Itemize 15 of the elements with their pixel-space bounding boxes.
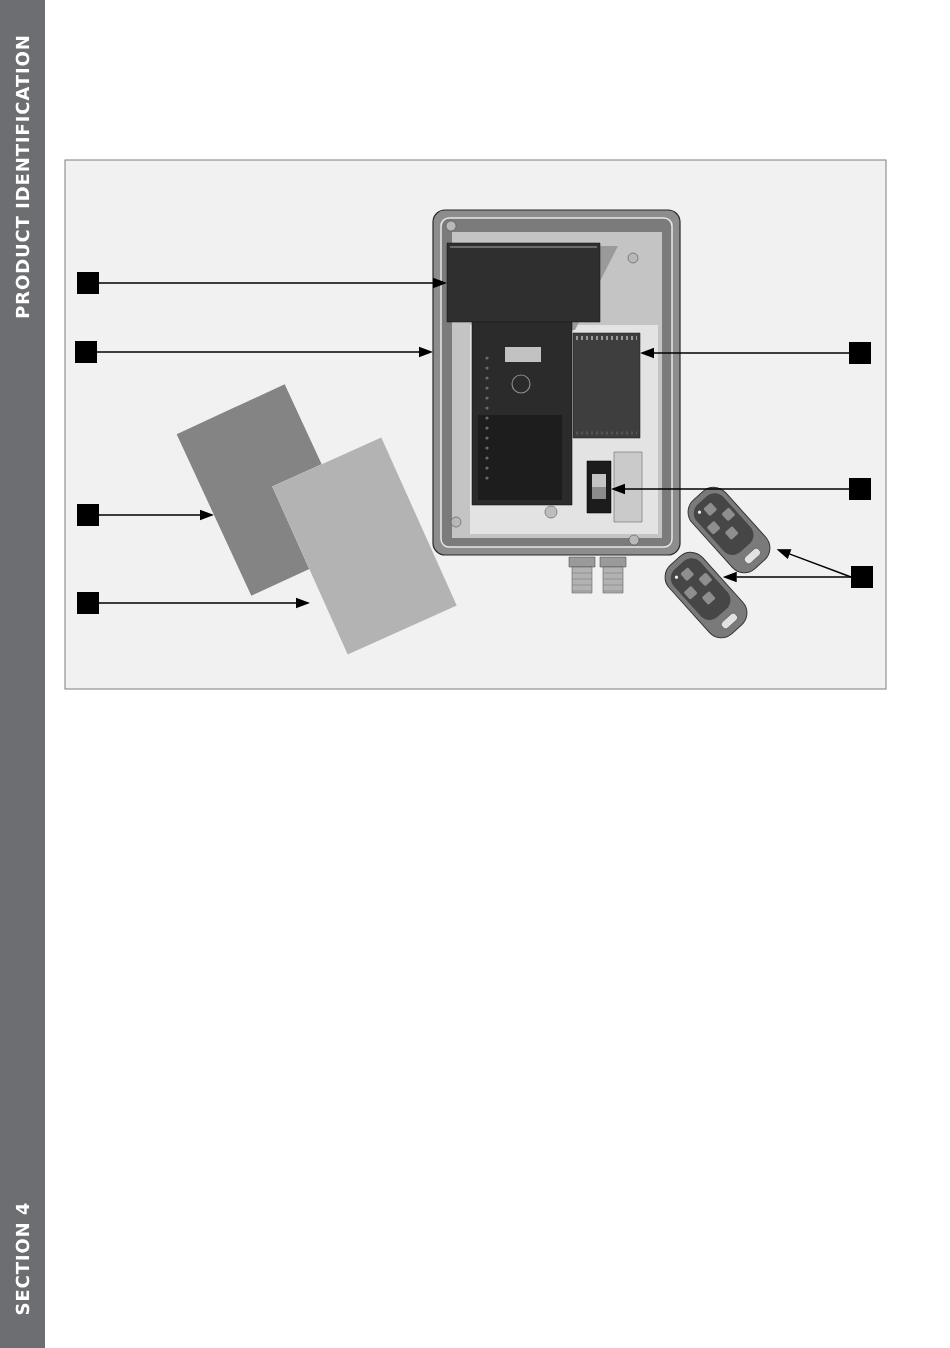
callout-box bbox=[77, 272, 99, 294]
compartment bbox=[446, 242, 601, 323]
section-title: PRODUCT IDENTIFICATION bbox=[15, 36, 30, 318]
callout-box bbox=[849, 478, 871, 500]
remote-control bbox=[687, 486, 771, 574]
callout-box bbox=[851, 566, 873, 588]
transformer bbox=[572, 332, 641, 439]
section-label: SECTION 4 bbox=[15, 1203, 30, 1315]
remote-control bbox=[664, 551, 748, 639]
callout-box bbox=[75, 341, 97, 363]
callout-box bbox=[849, 342, 871, 364]
callout-box bbox=[77, 592, 99, 614]
callout-box bbox=[77, 504, 99, 526]
card bbox=[272, 437, 457, 655]
rocker-switch bbox=[586, 460, 612, 514]
